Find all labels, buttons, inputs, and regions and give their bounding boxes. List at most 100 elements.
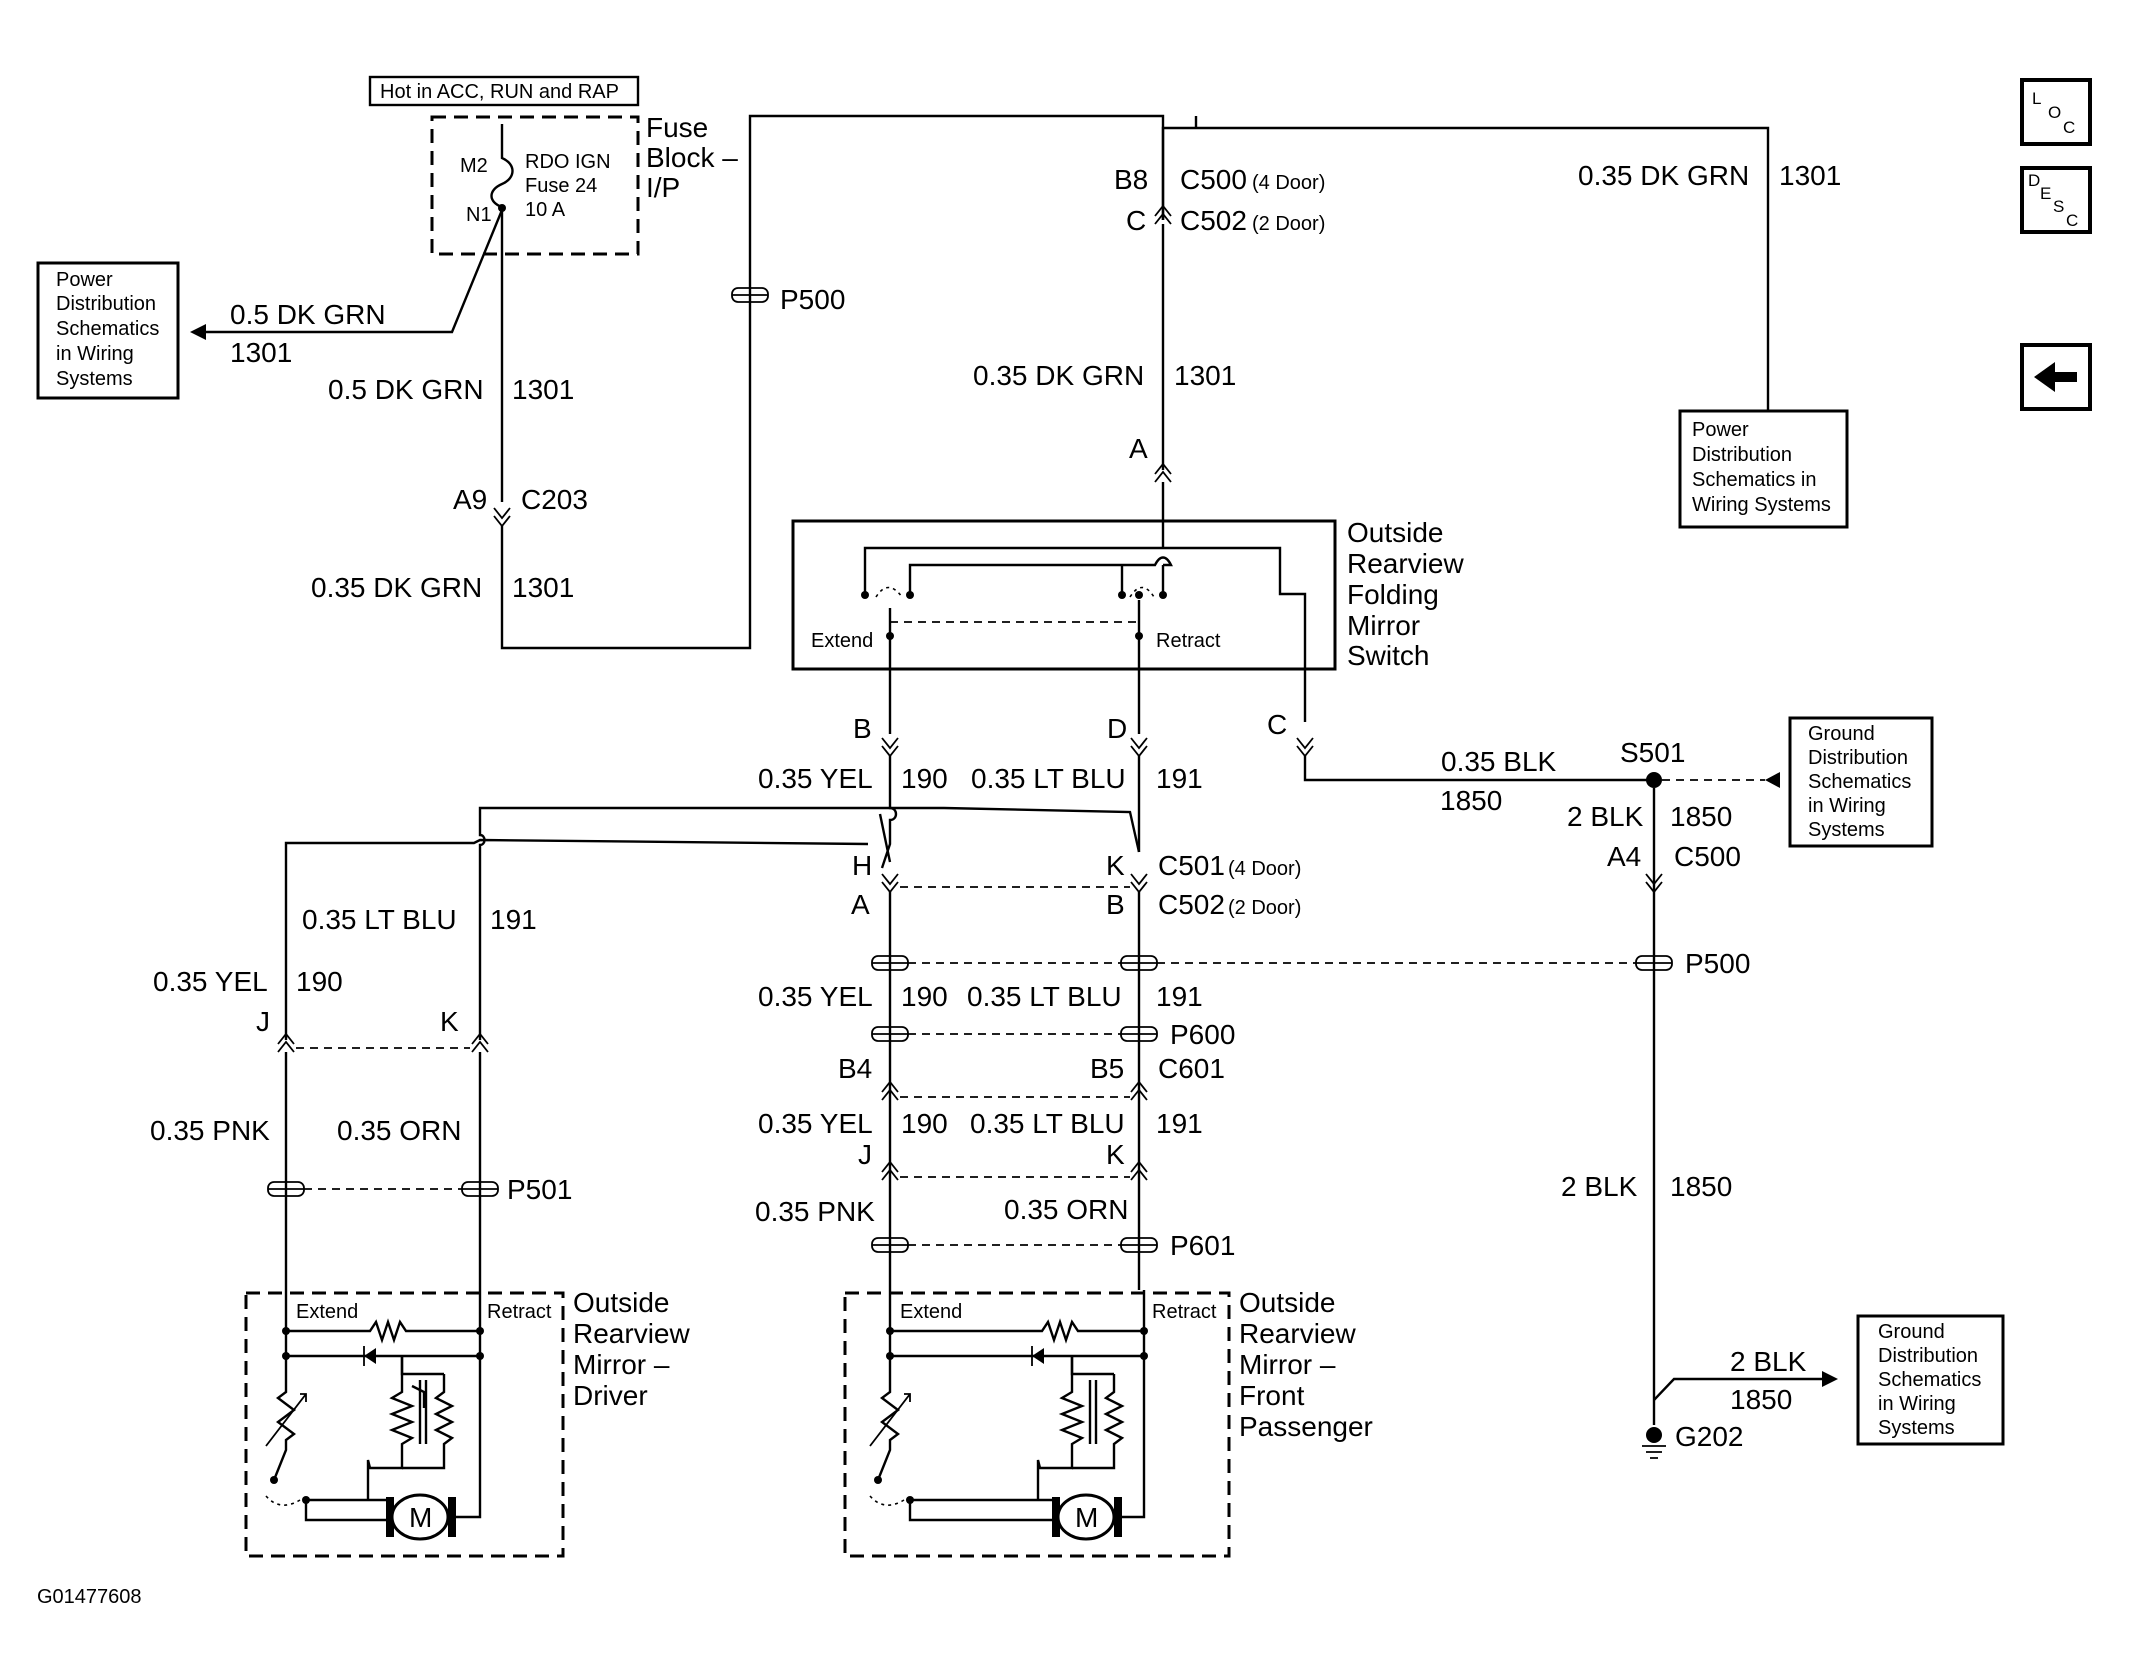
driver-motor: M <box>409 1502 432 1533</box>
four-door-b: (4 Door) <box>1228 858 1301 880</box>
pin-c-switch: C <box>1267 709 1287 740</box>
wire-label-035-orn-b: 0.35 ORN <box>337 1115 462 1146</box>
wire-label-035-dkgrn-c: 0.35 DK GRN <box>973 360 1144 391</box>
arrow-to-pwr <box>190 324 206 340</box>
mirror-passenger-label: Outside Rearview Mirror – Front Passenge… <box>1239 1287 1373 1442</box>
pass-motor: M <box>1075 1502 1098 1533</box>
circuit-191-d: 191 <box>490 904 537 935</box>
wire-1301-branch <box>205 209 504 334</box>
pin-a4: A4 <box>1607 841 1641 872</box>
fuse-pin-m2: M2 <box>460 155 488 177</box>
pin-b4: B4 <box>838 1053 872 1084</box>
connector-a-switch <box>1154 462 1172 483</box>
circuit-1850-a: 1850 <box>1440 785 1502 816</box>
connector-c <box>1296 737 1314 758</box>
pin-b: B <box>853 713 872 744</box>
switch-label: Outside Rearview Folding Mirror Switch <box>1347 517 1471 671</box>
ground-g202: G202 <box>1675 1421 1744 1452</box>
fuse-pin-n1: N1 <box>466 204 492 226</box>
two-door-a: (2 Door) <box>1252 213 1325 235</box>
pwr-dist-left-box <box>36 261 180 400</box>
fuse-symbol <box>490 124 514 209</box>
conn-c502-top: C502 <box>1180 205 1247 236</box>
mirror-driver-label: Outside Rearview Mirror – Driver <box>573 1287 697 1411</box>
desc-icon[interactable]: D E S C <box>2020 166 2092 234</box>
connector-j-drv <box>277 1032 295 1053</box>
pin-a-c502: A <box>851 889 870 920</box>
pin-k-pass: K <box>1106 1139 1125 1170</box>
conn-c502-mid: C502 <box>1158 889 1225 920</box>
p501-label: P501 <box>507 1174 572 1205</box>
svg-text:C: C <box>2066 211 2078 230</box>
conn-c500-gnd: C500 <box>1674 841 1741 872</box>
svg-text:O: O <box>2048 103 2061 122</box>
connector-b4 <box>881 1080 899 1101</box>
fuse-block-box <box>430 115 640 256</box>
back-arrow-icon[interactable] <box>2020 343 2092 411</box>
switch-box <box>791 519 1337 671</box>
pin-j-pass: J <box>858 1139 872 1170</box>
wire-label-2blk-b: 2 BLK <box>1561 1171 1638 1202</box>
pass-retract-label: Retract <box>1152 1301 1217 1323</box>
svg-text:L: L <box>2032 89 2041 108</box>
pin-k-c501: K <box>1106 850 1125 881</box>
pin-a9: A9 <box>453 484 487 515</box>
circuit-1301-e: 1301 <box>1174 360 1236 391</box>
connector-k-pass <box>1130 1160 1148 1181</box>
connector-h-a <box>881 873 899 894</box>
conn-c601: C601 <box>1158 1053 1225 1084</box>
figure-id: G01477608 <box>37 1586 142 1608</box>
circuit-1301-b: 1301 <box>512 374 574 405</box>
hot-note-box <box>368 75 640 107</box>
pin-a-switch: A <box>1129 433 1148 464</box>
mirror-passenger: Extend Retract M <box>843 1290 1231 1558</box>
connector-a4 <box>1645 873 1663 894</box>
wire-label-035-yel-b: 0.35 YEL <box>758 981 873 1012</box>
pwr-dist-right: Power Distribution Schematics in Wiring … <box>1692 419 1831 516</box>
gnd-dist-lower-box <box>1856 1314 2005 1446</box>
wire-label-035-yel-d: 0.35 YEL <box>153 966 268 997</box>
four-door-a: (4 Door) <box>1252 172 1325 194</box>
connector-c203 <box>493 507 511 528</box>
driver-extend-label: Extend <box>296 1301 358 1323</box>
conn-c203: C203 <box>521 484 588 515</box>
pin-h: H <box>852 850 872 881</box>
circuit-1301-a: 1301 <box>230 337 292 368</box>
svg-text:C: C <box>2063 118 2075 137</box>
svg-text:D: D <box>2028 171 2040 190</box>
pin-b-c502: B <box>1106 889 1125 920</box>
pin-k-drv: K <box>440 1006 459 1037</box>
circuit-1850-c: 1850 <box>1670 1171 1732 1202</box>
wire-label-035-yel-c: 0.35 YEL <box>758 1108 873 1139</box>
gnd-dist-upper-box <box>1788 716 1934 848</box>
wire-label-035-pnk-b: 0.35 PNK <box>150 1115 270 1146</box>
wire-label-035-ltblu-b: 0.35 LT BLU <box>967 981 1122 1012</box>
wire-label-2blk-c: 2 BLK <box>1730 1346 1807 1377</box>
svg-text:E: E <box>2040 184 2051 203</box>
connector-b5 <box>1130 1080 1148 1101</box>
circuit-190-d: 190 <box>296 966 343 997</box>
pin-c: C <box>1126 205 1146 236</box>
pin-b5: B5 <box>1090 1053 1124 1084</box>
wire-label-035-ltblu-d: 0.35 LT BLU <box>302 904 457 935</box>
connector-k-b <box>1130 873 1148 894</box>
circuit-1301-c: 1301 <box>512 572 574 603</box>
wire-label-2blk-a: 2 BLK <box>1567 801 1644 832</box>
pin-b8: B8 <box>1114 164 1148 195</box>
ground-g202-symbol <box>1642 1445 1666 1459</box>
switch-retract-label: Retract <box>1156 630 1221 652</box>
circuit-191-c: 191 <box>1156 1108 1203 1139</box>
fuse-block-label: Fuse Block – I/P <box>646 112 746 203</box>
circuit-1850-b: 1850 <box>1670 801 1732 832</box>
gnd-dist-upper: Ground Distribution Schematics in Wiring… <box>1808 723 1917 841</box>
gnd-dist-lower: Ground Distribution Schematics in Wiring… <box>1878 1321 1987 1439</box>
mirror-driver: Extend Retract M <box>244 1290 565 1558</box>
wire-label-035-yel-a: 0.35 YEL <box>758 763 873 794</box>
loc-icon[interactable]: L O C <box>2020 78 2092 146</box>
conn-c501: C501 <box>1158 850 1225 881</box>
wire-label-035-orn-a: 0.35 ORN <box>1004 1194 1129 1225</box>
wire-label-05-dkgrn-b: 0.5 DK GRN <box>328 374 484 405</box>
arrow-to-gnd-lower <box>1822 1371 1838 1387</box>
switch-extend-label: Extend <box>811 630 873 652</box>
